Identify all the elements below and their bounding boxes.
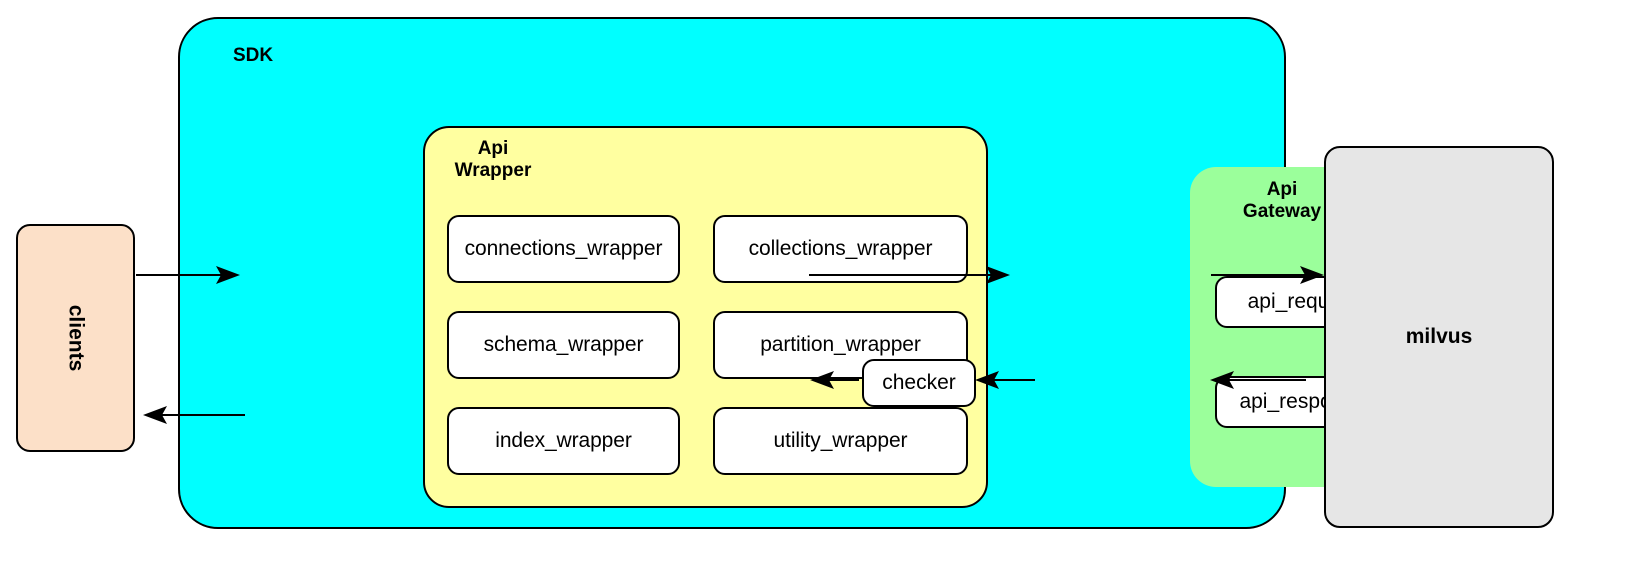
sdk-title: SDK — [232, 45, 274, 66]
card-label: utility_wrapper — [773, 429, 908, 452]
api-wrapper-title: Api Wrapper — [454, 138, 532, 182]
checker-node[interactable]: checker — [862, 359, 976, 407]
card-schema-wrapper[interactable]: schema_wrapper — [447, 311, 680, 379]
sdk-container[interactable]: SDK Api Wrapper connections_wrapper coll… — [178, 17, 1418, 529]
clients-node[interactable]: clients — [16, 224, 135, 452]
card-label: schema_wrapper — [483, 333, 644, 356]
card-label: connections_wrapper — [464, 237, 663, 260]
clients-label: clients — [64, 304, 88, 372]
card-label: partition_wrapper — [760, 333, 921, 356]
card-partition-wrapper[interactable]: partition_wrapper — [713, 311, 968, 379]
checker-label: checker — [882, 371, 956, 394]
card-label: index_wrapper — [495, 429, 632, 452]
milvus-node[interactable]: milvus — [1324, 146, 1554, 528]
card-connections-wrapper[interactable]: connections_wrapper — [447, 215, 680, 283]
card-index-wrapper[interactable]: index_wrapper — [447, 407, 680, 475]
api-gateway-title: Api Gateway — [1242, 179, 1322, 223]
card-utility-wrapper[interactable]: utility_wrapper — [713, 407, 968, 475]
card-label: collections_wrapper — [748, 237, 933, 260]
milvus-label: milvus — [1405, 325, 1473, 348]
api-wrapper-container[interactable]: Api Wrapper connections_wrapper collecti… — [423, 126, 988, 508]
card-collections-wrapper[interactable]: collections_wrapper — [713, 215, 968, 283]
